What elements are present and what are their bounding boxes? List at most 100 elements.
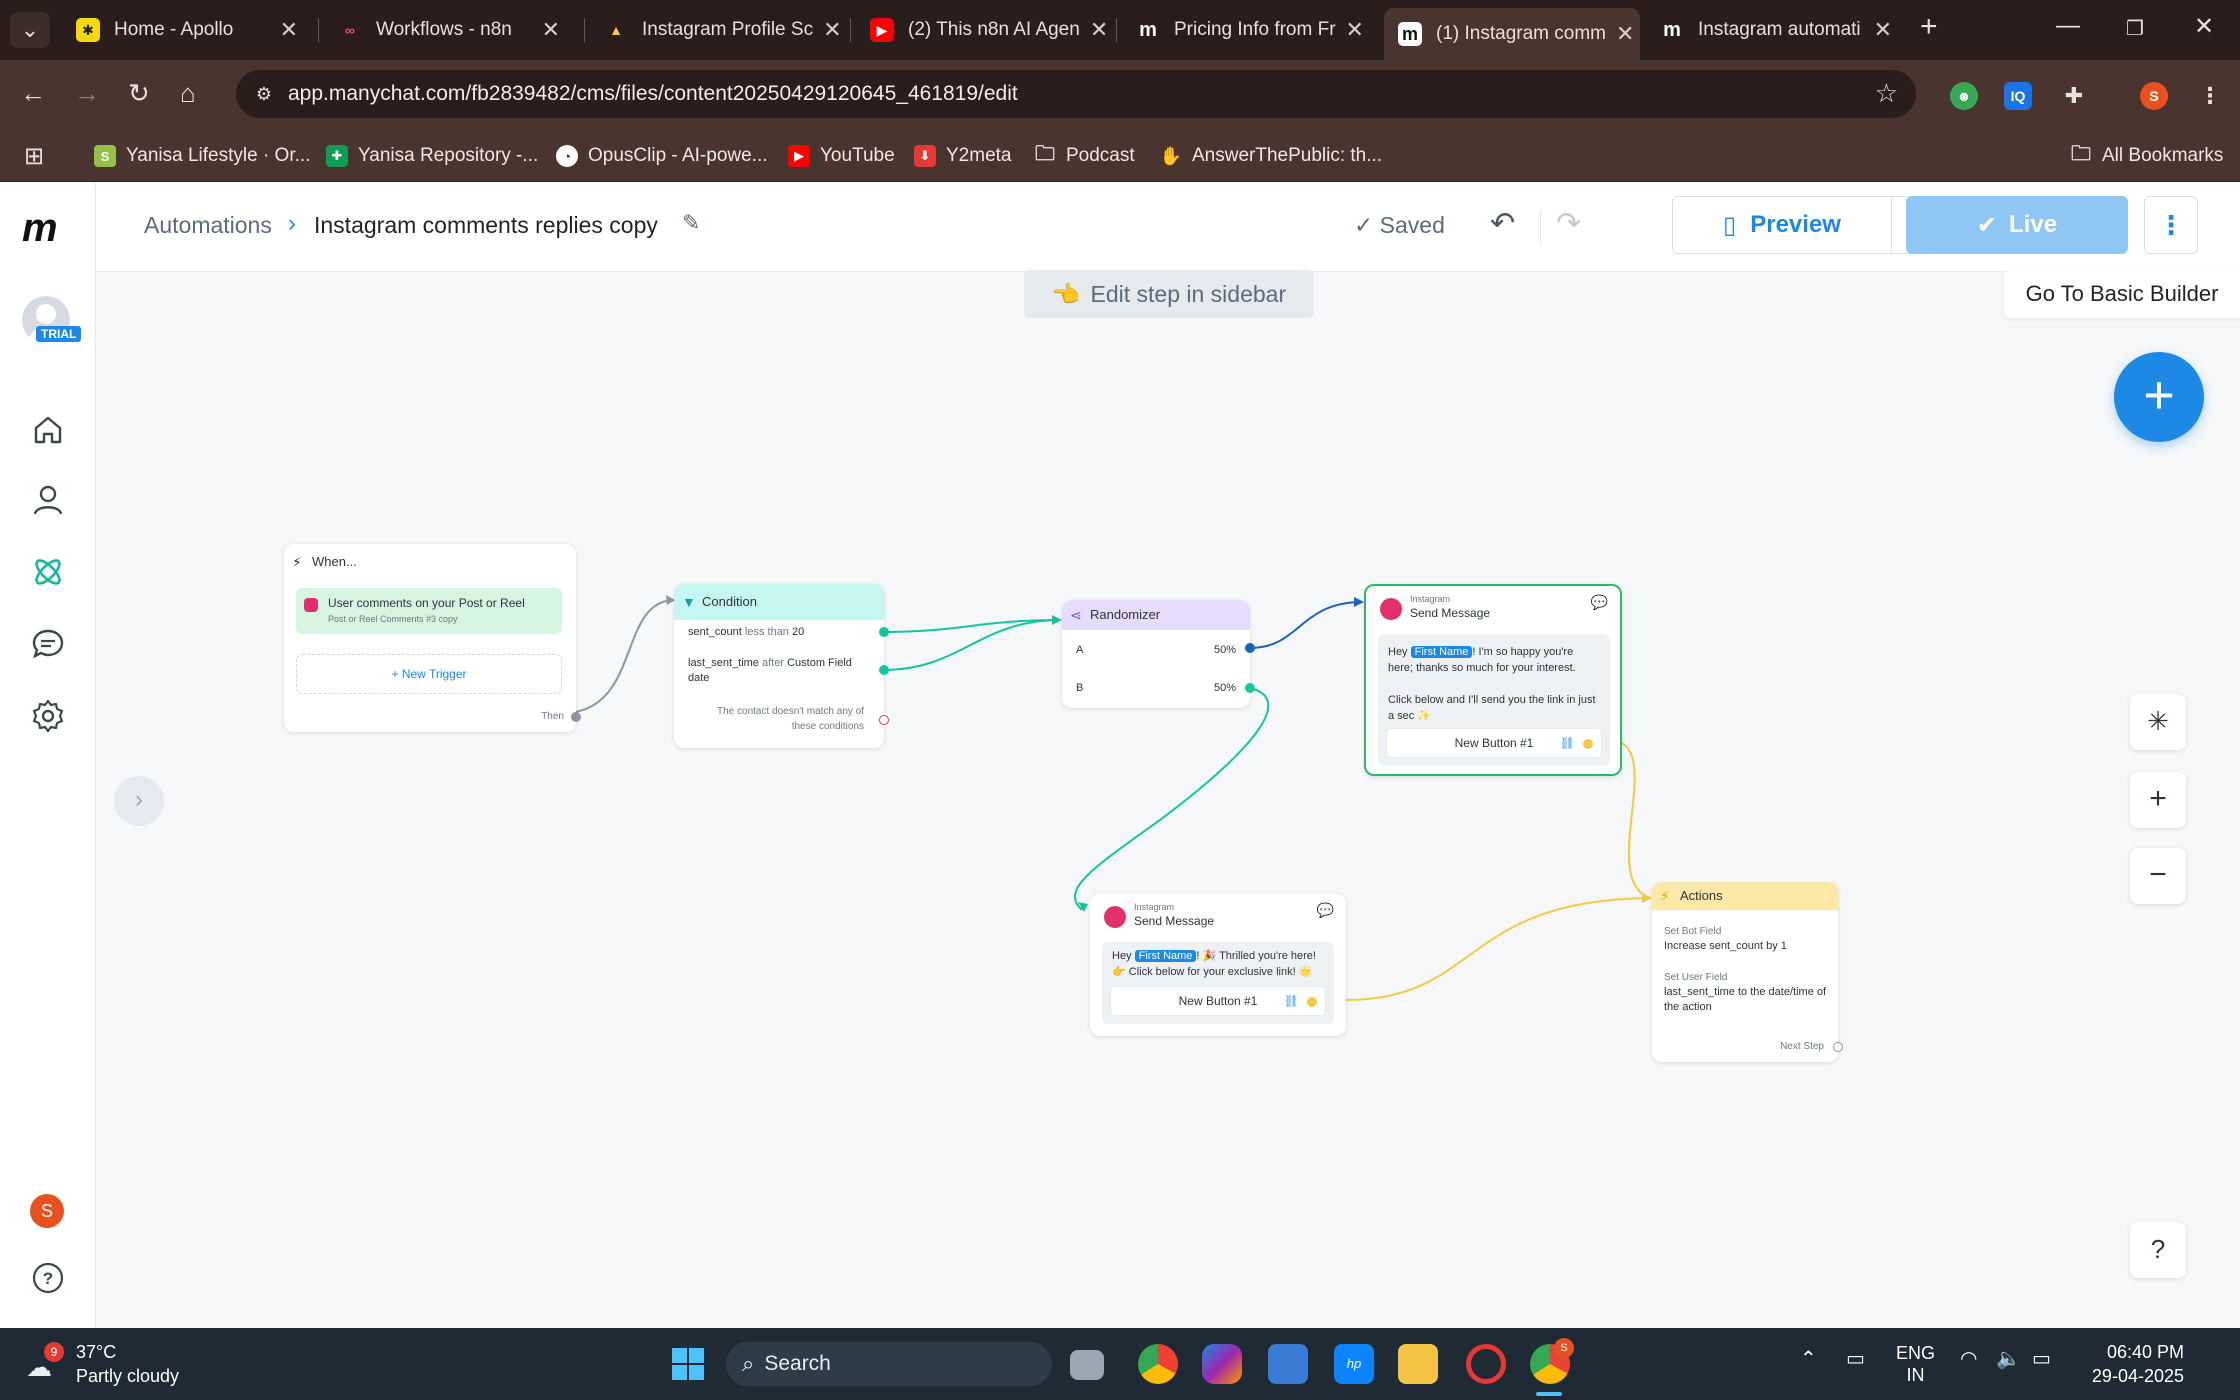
zoom-in-button[interactable]: + <box>2130 772 2186 828</box>
close-icon[interactable]: ✕ <box>1615 21 1635 46</box>
message-button[interactable]: New Button #1 ⛓ <box>1386 728 1602 758</box>
site-info-icon[interactable]: ⚙ <box>255 84 273 104</box>
close-icon[interactable]: ✕ <box>279 17 298 42</box>
output-port[interactable] <box>1583 739 1593 749</box>
minimize-icon[interactable]: — <box>2056 12 2080 39</box>
bookmark-yanisa-lifestyle[interactable]: S Yanisa Lifestyle · Or... <box>94 142 310 170</box>
all-bookmarks[interactable]: 🗀 All Bookmarks <box>2071 143 2224 166</box>
bookmark-yanisa-repository[interactable]: ✚ Yanisa Repository -... <box>326 142 538 170</box>
close-icon[interactable]: ✕ <box>823 17 842 42</box>
bookmark-youtube[interactable]: ▶ YouTube <box>788 142 895 170</box>
message-button[interactable]: New Button #1 ⛓ <box>1110 986 1326 1016</box>
actions-card[interactable]: ⚡ Actions Set Bot Field Increase sent_co… <box>1652 882 1843 1062</box>
close-icon[interactable]: ✕ <box>541 17 560 42</box>
chrome-icon[interactable] <box>1138 1344 1178 1384</box>
taskbar-search[interactable]: ⌕ Search <box>726 1342 1052 1386</box>
message-bubble[interactable]: Hey First Name! I'm so happy you're here… <box>1378 634 1610 766</box>
new-tab-button[interactable]: + <box>1920 10 1938 43</box>
condition-row-2[interactable]: last_sent_time after Custom Field date <box>688 657 852 684</box>
home-icon[interactable] <box>28 410 68 450</box>
breadcrumb-automations[interactable]: Automations <box>144 212 272 238</box>
weather-widget[interactable]: ☁ 9 <box>26 1342 64 1382</box>
magic-wand-icon[interactable]: ✳ <box>2130 694 2186 750</box>
trigger-item[interactable]: User comments on your Post or Reel Post … <box>296 588 562 634</box>
bookmark-opusclip[interactable]: ◔ OpusClip - AI-powe... <box>556 142 768 170</box>
volume-icon[interactable]: 🔈 <box>1996 1348 2021 1370</box>
wifi-icon[interactable]: ◠ <box>1960 1348 1978 1370</box>
tab-search-button[interactable]: ⌄ <box>10 12 50 48</box>
opera-icon[interactable] <box>1466 1344 1506 1384</box>
home-icon[interactable]: ⌂ <box>180 78 196 108</box>
window-close-icon[interactable]: ✕ <box>2194 13 2215 40</box>
tab-pricing[interactable]: m Pricing Info from Fr ✕ <box>1122 8 1372 52</box>
output-port[interactable] <box>879 665 889 675</box>
condition-card[interactable]: ▼ Condition sent_count less than 20 last… <box>674 584 889 748</box>
undo-icon[interactable]: ↶ <box>1490 207 1516 240</box>
help-icon[interactable]: ? <box>30 1260 66 1296</box>
url-bar[interactable]: ⚙ app.manychat.com/fb2839482/cms/files/c… <box>236 70 1916 118</box>
zoom-out-button[interactable]: − <box>2130 848 2186 904</box>
more-options-button[interactable]: ⋮ <box>2144 196 2198 254</box>
output-port[interactable] <box>571 712 581 722</box>
help-icon[interactable]: ? <box>2130 1222 2186 1278</box>
tab-n8n[interactable]: ∞ Workflows - n8n ✕ <box>324 8 574 52</box>
output-port[interactable] <box>879 715 889 725</box>
send-message-card-top[interactable]: Instagram Send Message 💬 Hey First Name!… <box>1364 584 1622 776</box>
preview-button[interactable]: ▯ Preview <box>1672 196 1892 254</box>
pencil-icon[interactable]: ✎ <box>682 210 701 235</box>
photos-icon[interactable] <box>1268 1344 1308 1384</box>
redo-icon[interactable]: ↷ <box>1556 207 1582 240</box>
action-set-user-field[interactable]: Set User Field last_sent_time to the dat… <box>1664 972 1827 1013</box>
clock[interactable]: 06:40 PM 29-04-2025 <box>2091 1342 2184 1386</box>
browser-menu-icon[interactable]: ⋮ <box>2199 83 2221 108</box>
chevron-up-icon[interactable]: ⌃ <box>1800 1348 1817 1370</box>
forward-icon[interactable]: → <box>74 78 100 108</box>
close-icon[interactable]: ✕ <box>1873 17 1892 42</box>
language-indicator[interactable]: ENG IN <box>1896 1343 1936 1385</box>
tab-instagram-profile[interactable]: ▲ Instagram Profile Sc ✕ <box>590 8 842 52</box>
message-bubble[interactable]: Hey First Name! 🎉 Thrilled you're here! … <box>1102 942 1334 1024</box>
bookmark-podcast[interactable]: 🗀 Podcast <box>1035 143 1135 166</box>
close-icon[interactable]: ✕ <box>1089 17 1109 42</box>
settings-gear-icon[interactable] <box>28 696 68 736</box>
restore-icon[interactable]: ❐ <box>2126 18 2144 40</box>
chrome-active-icon[interactable]: S <box>1530 1338 1574 1384</box>
output-port[interactable] <box>1307 997 1317 1007</box>
expand-sidebar-button[interactable]: › <box>114 776 164 826</box>
user-avatar[interactable]: S <box>30 1194 64 1228</box>
back-icon[interactable]: ← <box>20 78 46 108</box>
battery-icon[interactable]: ▭ <box>2032 1348 2051 1370</box>
output-port[interactable] <box>1245 643 1255 653</box>
new-trigger-button[interactable]: + New Trigger <box>296 654 562 694</box>
bookmark-answerthepublic[interactable]: ✋ AnswerThePublic: th... <box>1159 145 1383 166</box>
randomizer-variant-a[interactable]: A 50% <box>1076 644 1236 656</box>
output-port[interactable] <box>1245 683 1255 693</box>
go-to-basic-builder-button[interactable]: Go To Basic Builder <box>2004 270 2240 318</box>
output-port[interactable] <box>879 627 889 637</box>
url-text[interactable]: app.manychat.com/fb2839482/cms/files/con… <box>288 82 1018 105</box>
live-chat-icon[interactable] <box>28 624 68 664</box>
tab-instagram-comments[interactable]: m (1) Instagram comm ✕ <box>1384 8 1640 60</box>
apps-grid-icon[interactable]: ⊞ <box>24 142 45 170</box>
condition-row-1[interactable]: sent_count less than 20 <box>688 626 805 638</box>
close-icon[interactable]: ✕ <box>1345 17 1364 42</box>
randomizer-variant-b[interactable]: B 50% <box>1076 682 1236 694</box>
extension-icon[interactable]: IQ <box>2004 82 2032 110</box>
add-step-button[interactable]: + <box>2114 352 2204 442</box>
automation-icon[interactable] <box>28 552 68 592</box>
copilot-icon[interactable] <box>1202 1344 1242 1384</box>
tab-instagram-automation[interactable]: m Instagram automati ✕ <box>1646 8 1906 52</box>
manychat-logo[interactable]: m <box>22 206 58 250</box>
myhp-icon[interactable]: hp <box>1334 1344 1374 1384</box>
task-view-icon[interactable] <box>1070 1350 1104 1380</box>
extension-icon[interactable]: ☻ <box>1950 82 1978 110</box>
extensions-puzzle-icon[interactable]: ✚ <box>2064 83 2084 108</box>
windows-start-icon[interactable] <box>668 1344 708 1384</box>
output-port[interactable] <box>1833 1042 1843 1052</box>
live-button[interactable]: ✔ Live <box>1906 196 2128 254</box>
send-message-card-bottom[interactable]: Instagram Send Message 💬 Hey First Name!… <box>1090 894 1346 1036</box>
flow-canvas[interactable] <box>96 272 2240 1328</box>
profile-avatar[interactable]: S <box>2140 82 2168 110</box>
bookmark-y2meta[interactable]: ⬇ Y2meta <box>914 142 1011 170</box>
contacts-icon[interactable] <box>28 480 68 520</box>
